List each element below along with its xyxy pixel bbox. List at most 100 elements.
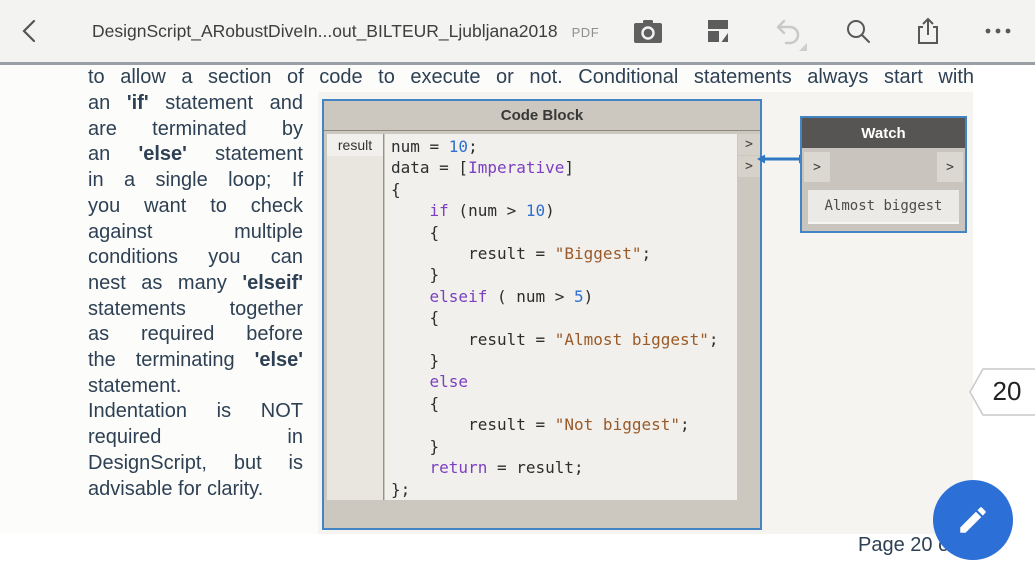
page-footer-text: Page 20 of xyxy=(858,534,955,556)
paragraph-line: are terminated by xyxy=(88,117,303,140)
code-token: = result; xyxy=(487,458,584,478)
code-line: { xyxy=(391,307,737,328)
code-token: "Almost biggest" xyxy=(554,329,709,349)
code-line: if (num > 10) xyxy=(391,200,737,221)
page-separator xyxy=(0,62,1035,65)
paragraph-line: required in xyxy=(88,426,303,449)
code-token: data = [ xyxy=(391,158,469,178)
camera-icon xyxy=(634,20,662,43)
code-token: ; xyxy=(708,329,719,349)
code-line: result = "Almost biggest"; xyxy=(391,329,737,350)
code-token xyxy=(391,372,430,391)
code-line: elseif ( num > 5) xyxy=(391,286,737,307)
code-token: 10 xyxy=(448,137,469,156)
code-block-gutter: result xyxy=(327,134,384,500)
file-type-badge: PDF xyxy=(571,24,600,40)
output-port: > xyxy=(937,152,963,182)
toolbar-actions xyxy=(626,9,1020,53)
code-token: ; xyxy=(468,137,478,156)
pdf-page: to allow a section of code to execute or… xyxy=(0,65,974,534)
output-port: > xyxy=(738,156,760,177)
code-token: } xyxy=(391,436,440,456)
code-line: num = 10; xyxy=(391,136,737,157)
input-port: > xyxy=(804,152,830,182)
toolbar: DesignScript_ARobustDiveIn...out_BILTEUR… xyxy=(0,0,1035,62)
paragraph-line: conditions you can xyxy=(88,246,303,269)
chevron-left-icon xyxy=(22,19,36,43)
code-token: { xyxy=(391,393,440,413)
code-token: 10 xyxy=(525,201,546,221)
search-button[interactable] xyxy=(836,9,880,53)
code-token: ) xyxy=(545,201,555,221)
code-token xyxy=(391,201,430,220)
code-line: } xyxy=(391,264,737,285)
watch-value: Almost biggest xyxy=(808,190,959,224)
organize-pages-button[interactable] xyxy=(696,9,740,53)
output-port: > xyxy=(738,134,760,155)
code-block-node: Code Block result num = 10;data = [Imper… xyxy=(322,99,762,530)
code-token xyxy=(391,287,430,306)
code-line: { xyxy=(391,179,737,200)
code-line: result = "Not biggest"; xyxy=(391,414,737,435)
code-token: ( num > xyxy=(487,286,575,306)
code-token: ; xyxy=(680,415,690,435)
code-token xyxy=(391,458,430,477)
paragraph-line: against multiple xyxy=(88,220,303,243)
code-line: }; xyxy=(391,479,737,500)
code-line: { xyxy=(391,222,737,243)
code-token: ] xyxy=(564,158,575,178)
pencil-icon xyxy=(960,507,986,533)
paragraph-line: as required before xyxy=(88,323,303,346)
paragraph-line: DesignScript, but is xyxy=(88,451,303,474)
code-token: ) xyxy=(583,286,594,306)
page-indicator-number: 20 xyxy=(992,376,1022,406)
undo-corner-triangle-icon xyxy=(799,43,807,51)
share-button[interactable] xyxy=(906,9,950,53)
watch-node: Watch > > Almost biggest xyxy=(800,116,967,233)
paragraph-line: an 'if' statement and xyxy=(88,92,303,114)
code-token: (num > xyxy=(448,201,526,221)
code-token: num = xyxy=(391,137,449,156)
code-token: "Biggest" xyxy=(554,244,642,264)
page-indicator-bubble-icon xyxy=(969,368,1035,416)
code-block-title: Code Block xyxy=(324,101,760,131)
code-editor: num = 10;data = [Imperative]{ if (num > … xyxy=(385,134,737,500)
code-token: { xyxy=(391,222,440,242)
back-button[interactable] xyxy=(8,9,52,53)
code-token: { xyxy=(391,308,440,328)
code-token: result = xyxy=(391,329,555,349)
paragraph-line: in a single loop; If xyxy=(88,169,303,192)
code-token: result = xyxy=(391,244,555,264)
document-title: DesignScript_ARobustDiveIn...out_BILTEUR… xyxy=(92,20,558,41)
paragraph-line: an 'else' statement xyxy=(88,143,303,166)
code-line: } xyxy=(391,350,737,371)
code-token: ; xyxy=(641,244,652,264)
search-icon xyxy=(847,20,870,43)
paragraph-line: Indentation is NOT xyxy=(88,400,303,423)
edit-fab-button[interactable] xyxy=(933,480,1013,560)
code-token: "Not biggest" xyxy=(554,415,680,435)
code-token: 5 xyxy=(574,286,584,306)
more-options-button[interactable] xyxy=(976,9,1020,53)
undo-button[interactable] xyxy=(766,9,810,53)
code-token: result = xyxy=(391,415,555,435)
title-group: DesignScript_ARobustDiveIn...out_BILTEUR… xyxy=(92,21,599,42)
paragraph-line: advisable for clarity. xyxy=(88,477,264,500)
code-line: result = "Biggest"; xyxy=(391,243,737,264)
code-token: } xyxy=(391,351,440,371)
code-token: else xyxy=(429,372,469,392)
paragraph-line: the terminating 'else' xyxy=(88,349,303,372)
camera-scan-button[interactable] xyxy=(626,9,670,53)
undo-icon xyxy=(776,19,800,45)
code-token: if xyxy=(429,201,449,221)
page-indicator[interactable]: 20 xyxy=(969,368,1035,416)
code-token: Imperative xyxy=(468,158,565,178)
code-line: } xyxy=(391,436,737,457)
code-line: else xyxy=(391,371,737,392)
organize-pages-icon xyxy=(708,20,728,42)
code-block-output-ports: > > xyxy=(738,134,760,177)
code-line: data = [Imperative] xyxy=(391,157,737,178)
share-icon xyxy=(918,17,938,44)
code-token: }; xyxy=(391,479,411,499)
